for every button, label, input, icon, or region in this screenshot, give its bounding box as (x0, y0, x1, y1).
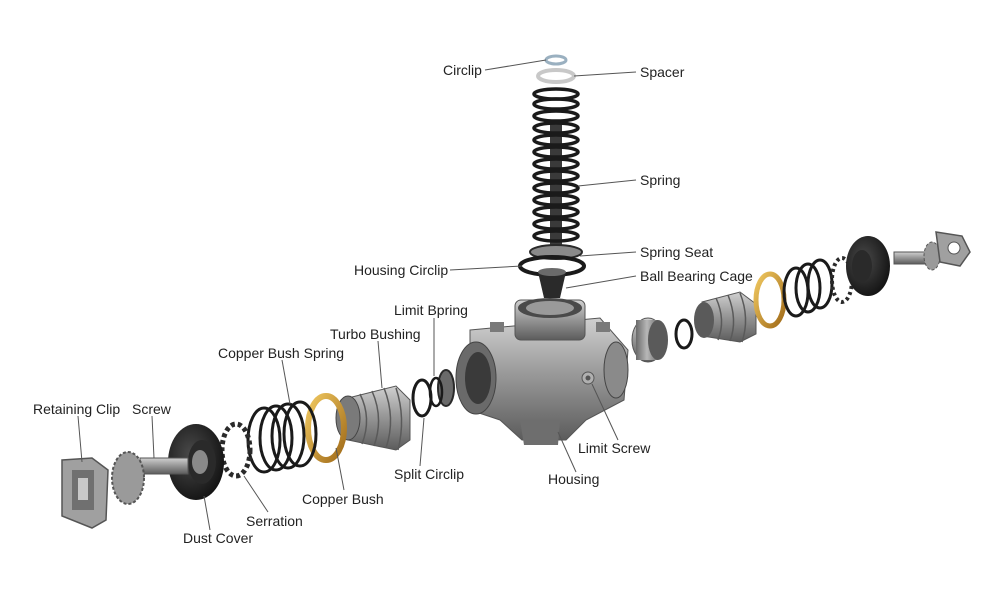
label-spring: Spring (640, 172, 681, 188)
label-copper-bush-spring: Copper Bush Spring (218, 345, 345, 361)
label-housing-circlip: Housing Circlip (354, 262, 449, 278)
label-dust-cover: Dust Cover (183, 530, 254, 546)
dust-cover-part (168, 424, 224, 500)
label-limit-screw: Limit Screw (578, 440, 651, 456)
right-retaining-clip-part (935, 231, 971, 267)
label-retaining-clip: Retaining Clip (33, 401, 121, 417)
label-copper-bush: Copper Bush (302, 491, 384, 507)
circlip-part (544, 54, 568, 66)
leader-lines (77, 59, 637, 531)
copper-bush-part (305, 393, 347, 463)
spring-part (532, 87, 580, 250)
spacer-part (536, 68, 576, 84)
right-ring-small-part (674, 318, 694, 350)
label-turbo-bushing: Turbo Bushing (330, 326, 421, 342)
ball-bearing-cage-part (538, 268, 566, 298)
retaining-clip-part (61, 457, 109, 529)
turbo-bushing-part (335, 385, 411, 451)
right-cap-part (631, 317, 668, 363)
right-turbo-bushing-part (694, 291, 757, 343)
label-spring-seat: Spring Seat (640, 244, 714, 260)
label-split-circlip: Split Circlip (394, 466, 465, 482)
housing-part (455, 298, 629, 445)
label-circlip: Circlip (443, 62, 482, 78)
copper-bush-spring-part (246, 400, 318, 474)
label-ball-bearing-cage: Ball Bearing Cage (640, 268, 753, 284)
serration-part (219, 421, 253, 479)
right-spring-part (782, 258, 834, 318)
label-serration: Serration (246, 513, 303, 529)
label-housing: Housing (548, 471, 600, 487)
label-spacer: Spacer (640, 64, 685, 80)
right-screw-part (893, 241, 941, 271)
screw-part (111, 451, 189, 505)
label-limit-bpring: Limit Bpring (394, 302, 468, 318)
right-dust-cover-part (846, 236, 890, 296)
label-screw: Screw (132, 401, 171, 417)
right-copper-bush-part (753, 271, 787, 329)
split-circlip-part (411, 378, 433, 418)
